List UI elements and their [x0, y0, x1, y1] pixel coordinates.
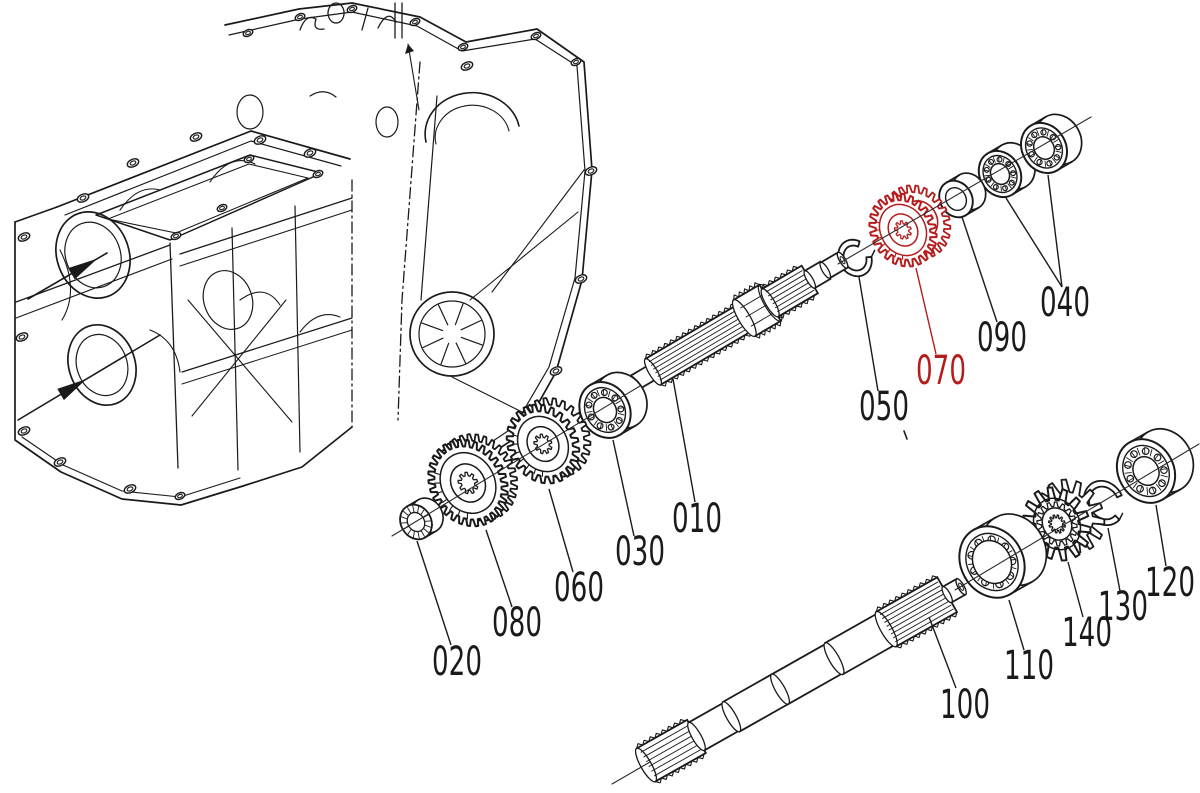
leader-030: [612, 439, 635, 537]
part-label-120[interactable]: 120: [1145, 560, 1195, 606]
part-label-070[interactable]: 070: [916, 348, 966, 394]
leader-110: [1008, 599, 1025, 651]
callouts: 010 020 030 040 050 060 070 080 090 100 110 1201301…: [416, 174, 1195, 728]
part-label-050[interactable]: 050: [859, 384, 909, 430]
part-label-090[interactable]: 090: [977, 315, 1027, 361]
part-040-bearing-2: [1020, 113, 1083, 174]
leader-020: [416, 540, 452, 646]
part-label-040[interactable]: 040: [1040, 280, 1090, 326]
part-090-collar: [938, 172, 987, 219]
insertion-arrows: [17, 252, 161, 421]
exploded-parts: [399, 113, 1195, 784]
part-label-020[interactable]: 020: [432, 639, 482, 685]
part-label-100[interactable]: 100: [940, 682, 990, 728]
part-120-bearing: [1115, 428, 1195, 504]
leader-130: [1107, 527, 1121, 592]
leader-140: [1067, 561, 1084, 618]
part-110-bearing: [958, 513, 1048, 599]
part-label-080[interactable]: 080: [492, 600, 542, 646]
part-label-030[interactable]: 030: [615, 529, 665, 575]
leader-040: [1005, 197, 1063, 288]
assembly-axis-lines: [391, 116, 1200, 785]
leader-080: [485, 529, 513, 608]
part-010-main-shaft: [628, 251, 849, 392]
leader-050: [858, 276, 879, 392]
leader-090: [961, 216, 998, 323]
part-label-130[interactable]: 130: [1098, 584, 1148, 630]
leader-070: [915, 267, 937, 355]
leader-100: [928, 616, 957, 689]
transmission-housing-drawing: [14, 2, 598, 506]
part-080-gear: [427, 433, 519, 528]
part-label-060[interactable]: 060: [554, 565, 604, 611]
leader-060: [548, 488, 574, 573]
leader-010: [672, 378, 696, 503]
part-label-110[interactable]: 110: [1004, 643, 1054, 689]
part-070-gear: [868, 184, 952, 268]
part-100-counter-shaft: [634, 575, 967, 784]
leader-120: [1155, 504, 1167, 567]
part-label-010[interactable]: 010: [672, 496, 722, 542]
leader-040: [1047, 174, 1063, 288]
part-label-140[interactable]: 140: [1062, 610, 1112, 656]
